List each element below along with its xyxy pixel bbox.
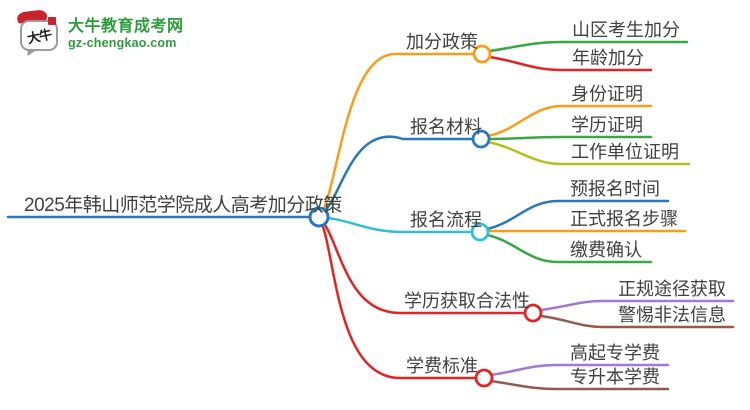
branch-label-0: 加分政策 <box>406 32 478 52</box>
connector-branch-0 <box>317 52 476 219</box>
connector-leaf-2-0 <box>485 199 670 231</box>
logo-text-block: 大牛教育成考网 gz-chengkao.com <box>68 10 184 51</box>
root-label: 2025年韩山师范学院成人高考加分政策 <box>24 194 342 216</box>
logo-mark-icon: 大牛 <box>14 9 62 62</box>
leaf-label-0-0: 山区考生加分 <box>572 20 680 40</box>
connector-leaf-4-1 <box>489 379 670 391</box>
connector-leaf-1-1 <box>487 135 653 141</box>
connector-leaf-3-1 <box>539 314 735 329</box>
leaf-label-2-0: 预报名时间 <box>570 179 660 199</box>
branch-label-4: 学费标准 <box>406 356 478 376</box>
node-circle-root <box>308 206 330 228</box>
connector-leaf-3-0 <box>539 299 735 312</box>
leaf-label-1-0: 身份证明 <box>571 84 643 104</box>
connector-leaf-1-2 <box>486 140 691 166</box>
leaf-label-2-1: 正式报名步骤 <box>570 209 678 229</box>
connector-leaf-1-0 <box>486 104 653 138</box>
leaf-label-1-2: 工作单位证明 <box>571 142 679 162</box>
connector-leaf-0-1 <box>487 55 653 72</box>
node-circle-branch-0 <box>472 44 492 64</box>
leaf-label-3-1: 警惕非法信息 <box>618 305 726 325</box>
connector-leaf-2-2 <box>485 233 653 264</box>
leaf-label-0-1: 年龄加分 <box>572 48 644 68</box>
connector-branch-4 <box>317 215 478 380</box>
logo-speech-bubble-icon: 大牛 <box>20 20 58 51</box>
connector-leaf-0-0 <box>487 40 689 53</box>
branch-label-2: 报名流程 <box>410 210 482 230</box>
node-circle-branch-1 <box>471 129 491 149</box>
leaf-label-2-2: 缴费确认 <box>570 240 642 260</box>
leaf-label-1-1: 学历证明 <box>571 115 643 135</box>
branch-label-1: 报名材料 <box>410 117 482 137</box>
branch-label-3: 学历获取合法性 <box>404 291 530 311</box>
leaf-label-4-1: 专升本学费 <box>570 367 660 387</box>
connector-leaf-4-0 <box>489 363 670 377</box>
leaf-label-4-0: 高起专学费 <box>570 343 660 363</box>
leaf-label-3-0: 正规途径获取 <box>618 279 726 299</box>
brand-domain: gz-chengkao.com <box>68 36 177 50</box>
node-circle-branch-3 <box>523 303 543 323</box>
brand-logo: 大牛 大牛教育成考网 gz-chengkao.com <box>14 9 184 62</box>
connector-branch-3 <box>317 215 527 315</box>
node-circle-branch-4 <box>474 368 494 388</box>
node-circle-branch-2 <box>470 222 490 242</box>
logo-seal-icon <box>48 17 56 25</box>
connector-branch-1 <box>317 135 475 219</box>
brand-name: 大牛教育成考网 <box>68 18 184 35</box>
